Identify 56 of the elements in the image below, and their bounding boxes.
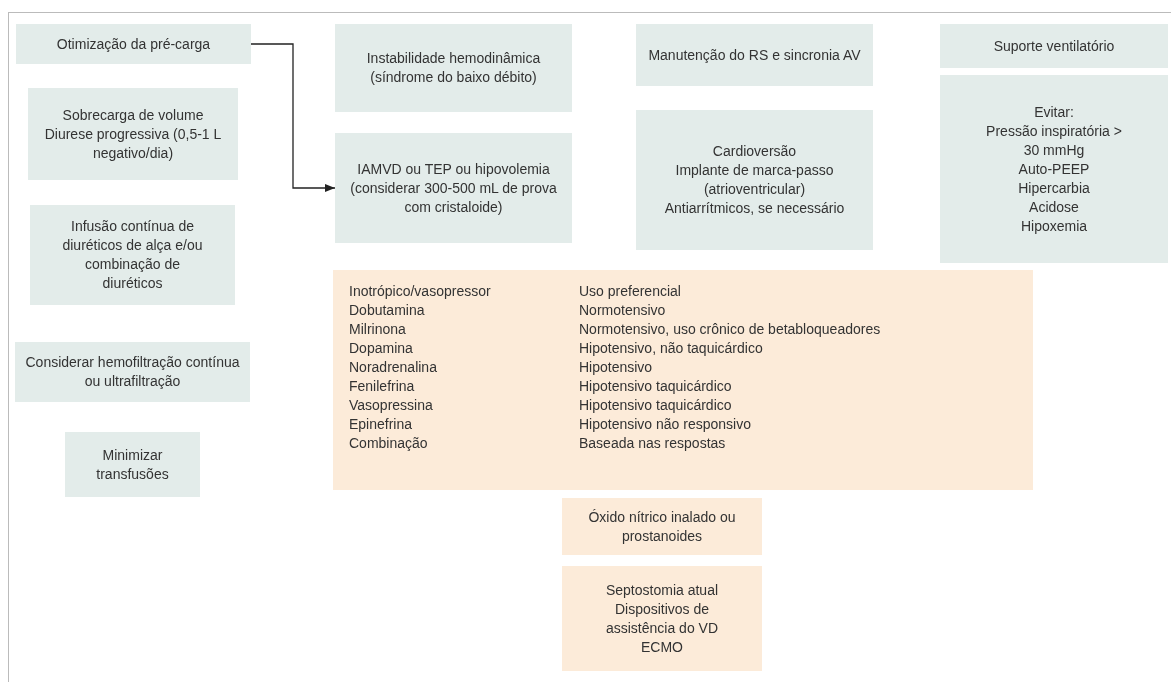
info-box <box>940 75 1168 263</box>
box-text: Cardioversão <box>712 142 797 161</box>
drug-name: Epinefrina <box>349 415 414 434</box>
drug-table-panel <box>333 270 1033 490</box>
box-line: Auto-PEEP <box>1018 159 1090 179</box>
arrow <box>250 43 336 193</box>
indication-text: Hipotensivo <box>579 358 654 377</box>
info-box <box>562 566 762 671</box>
info-box <box>636 24 873 86</box>
box-line: Dispositivos de assistência do VD <box>604 599 720 638</box>
info-box <box>335 133 572 243</box>
info-box <box>15 342 250 402</box>
info-box <box>30 205 235 305</box>
drug-name: Dobutamina <box>349 301 426 320</box>
box-text: Instabilidade hemodinâmica (síndrome do baixo débito) <box>365 49 542 87</box>
indication-text: Normotensivo, uso crônico de betabloqueadores <box>579 320 881 339</box>
indication-text: Hipotensivo, não taquicárdico <box>579 339 764 358</box>
box-text: Infusão contínua de diuréticos de alça e/ou combinação de diuréticos <box>61 217 204 293</box>
info-box <box>636 110 873 250</box>
drug-name: Inotrópico/vasopressor <box>349 282 492 301</box>
box-line: Hipercarbia <box>1018 178 1090 198</box>
box-text: Considerar hemofiltração contínua ou ultrafiltração <box>24 353 241 391</box>
box-line: Diurese progressiva (0,5-1 L negativo/dia) <box>43 124 223 163</box>
indication-text: Uso preferencial <box>579 282 682 301</box>
indication-text: Hipotensivo taquicárdico <box>579 377 733 396</box>
info-box <box>562 498 762 555</box>
indication-text: Hipotensivo taquicárdico <box>579 396 733 415</box>
drug-name: Milrinona <box>349 320 407 339</box>
box-text: IAMVD ou TEP ou hipovolemia (considerar 300-500 mL de prova com cristaloide) <box>349 159 558 217</box>
box-text: Otimização da pré-carga <box>56 34 211 54</box>
info-box <box>940 24 1168 68</box>
box-line: Hipoxemia <box>1020 216 1088 236</box>
box-text: Minimizar transfusões <box>95 445 170 484</box>
drug-name: Fenilefrina <box>349 377 416 396</box>
info-box <box>28 88 238 180</box>
indication-text: Hipotensivo não responsivo <box>579 415 752 434</box>
drug-name: Dopamina <box>349 339 414 358</box>
indication-text: Baseada nas respostas <box>579 434 727 453</box>
box-line: Antiarrítmicos, se necessário <box>664 199 845 218</box>
info-box <box>16 24 251 64</box>
box-text: Manutenção do RS e sincronia AV <box>648 45 861 65</box>
drug-name: Vasopressina <box>349 396 434 415</box>
box-line: ECMO <box>641 637 683 657</box>
box-text: Óxido nítrico inalado ou prostanoides <box>587 507 737 546</box>
box-line: Pressão inspiratória > 30 mmHg <box>985 121 1123 160</box>
indication-text: Normotensivo <box>579 301 667 320</box>
drug-name: Combinação <box>349 434 429 453</box>
box-text: Sobrecarga de volume <box>62 105 204 125</box>
box-text: Suporte ventilatório <box>993 36 1115 56</box>
box-text: Septostomia atual <box>605 580 719 600</box>
info-box <box>335 24 572 112</box>
box-text: Evitar: <box>1034 102 1074 122</box>
drug-name: Noradrenalina <box>349 358 438 377</box>
box-line: Implante de marca-passo (atrioventricular) <box>674 161 835 199</box>
box-line: Acidose <box>1029 197 1079 217</box>
info-box <box>65 432 200 497</box>
